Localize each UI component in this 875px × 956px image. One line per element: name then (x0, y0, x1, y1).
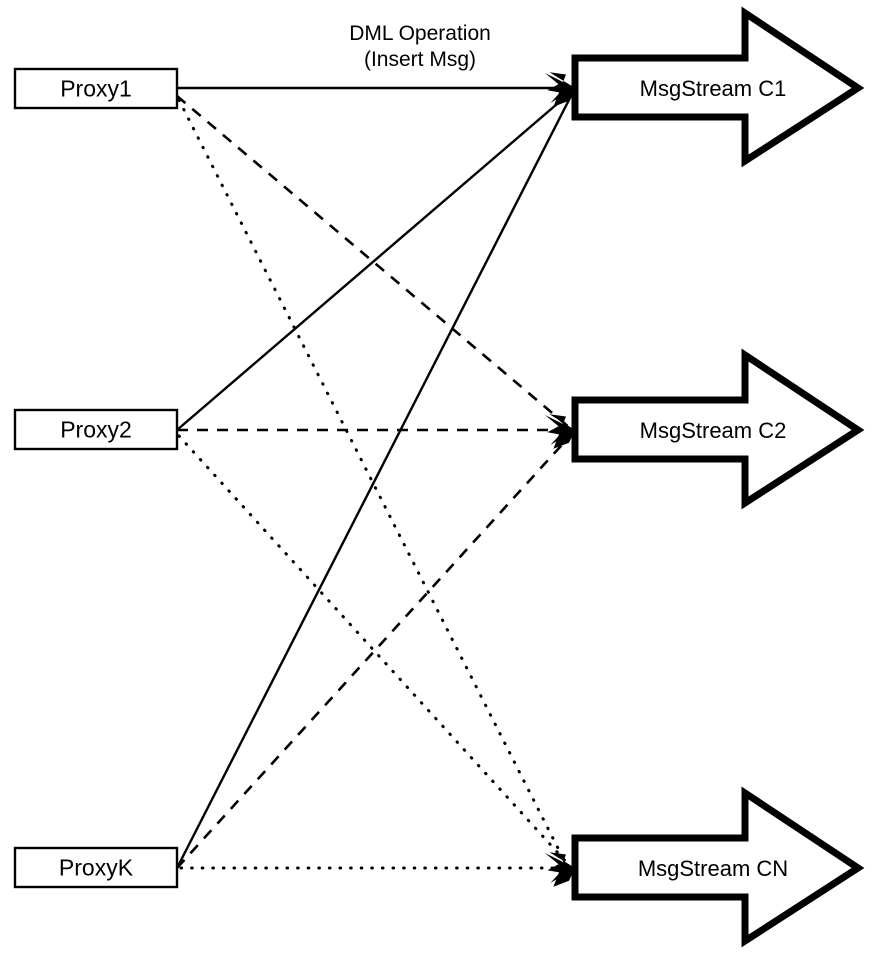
dml-operation-label-line1: DML Operation (349, 22, 491, 45)
edge-proxyk-to-c1 (175, 93, 574, 869)
arrowhead-c2-barbs (549, 414, 575, 449)
edge-proxyk-to-c2 (176, 435, 571, 869)
arrowhead-cn (545, 852, 575, 887)
msgstream-node-msgstream-cn[interactable]: MsgStream CN (571, 786, 865, 948)
proxy-label-proxy1: Proxy1 (60, 76, 132, 102)
msgstream-shape-msgstream-c2 (571, 348, 865, 510)
proxy-box-proxy2 (13, 408, 179, 451)
proxy-label-proxy2: Proxy2 (60, 417, 132, 443)
arrowhead-c2-wedge (545, 415, 575, 445)
proxy-box-proxyk (13, 846, 179, 889)
edges-layer (175, 86, 574, 870)
edge-proxy1-to-c2 (176, 95, 571, 429)
proxy-box-proxy1 (13, 67, 179, 110)
arrowhead-c1-wedge (545, 73, 575, 103)
proxy-node-proxy1[interactable]: Proxy1 (13, 67, 179, 110)
msgstream-shape-msgstream-c1 (571, 6, 865, 168)
arrowhead-cn-wedge (545, 853, 575, 883)
proxy-node-proxy2[interactable]: Proxy2 (13, 408, 179, 451)
msgstream-label-msgstream-c1: MsgStream C1 (640, 76, 787, 101)
msgstream-nodes-layer: MsgStream C1 MsgStream C2 MsgStream CN (571, 6, 865, 948)
arrowhead-c1 (545, 72, 575, 107)
msgstream-label-msgstream-cn: MsgStream CN (638, 856, 788, 881)
msgstream-node-msgstream-c1[interactable]: MsgStream C1 (571, 6, 865, 168)
proxy-node-proxyk[interactable]: ProxyK (13, 846, 179, 889)
edge-proxy2-to-cn (177, 434, 570, 866)
arrowhead-c2 (545, 414, 575, 449)
msgstream-shape-msgstream-cn (571, 786, 865, 948)
msgstream-label-msgstream-c2: MsgStream C2 (640, 418, 787, 443)
dml-operation-label-line2: (Insert Msg) (364, 48, 476, 71)
arrowhead-cn-barbs (549, 852, 575, 887)
proxy-label-proxyk: ProxyK (59, 855, 134, 881)
edge-proxy2-to-c1 (176, 91, 572, 431)
arrowhead-c1-barbs (549, 72, 575, 107)
arrowheads-layer (545, 72, 575, 887)
msgstream-node-msgstream-c2[interactable]: MsgStream C2 (571, 348, 865, 510)
